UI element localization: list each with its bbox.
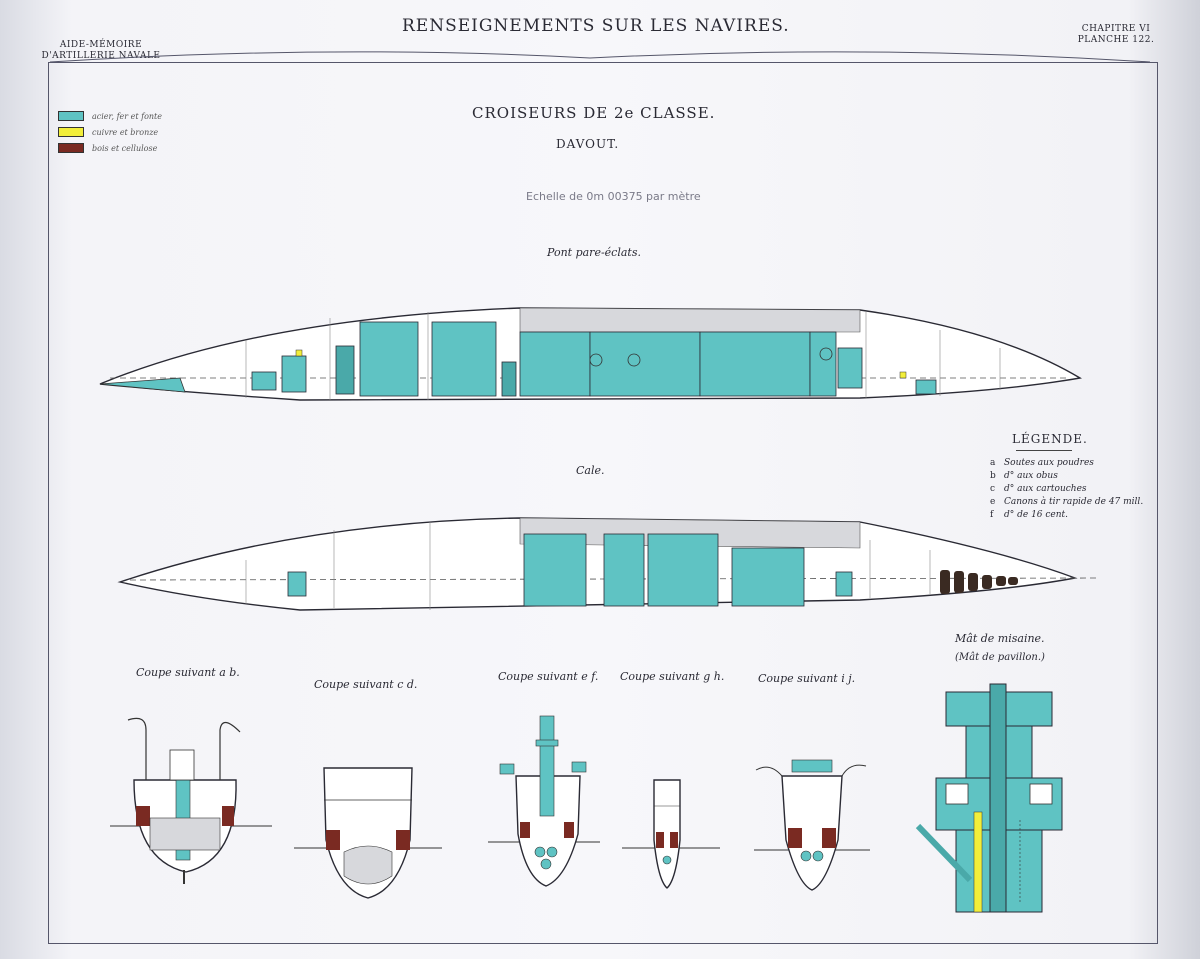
deck-brass-fitting xyxy=(295,349,303,357)
mast-drawing xyxy=(915,683,1063,913)
page-title: RENSEIGNEMENTS SUR LES NAVIRES. xyxy=(402,16,790,36)
legend-key: c xyxy=(990,484,996,494)
aide-line-1: AIDE-MÉMOIRE xyxy=(59,40,143,50)
hold-plan xyxy=(117,517,1101,611)
ship-class-heading: CROISEURS DE 2e CLASSE. xyxy=(472,104,716,122)
section-gh xyxy=(622,779,720,889)
hold-shell-stack xyxy=(940,570,1018,594)
deck-engine-room xyxy=(359,321,419,397)
material-legend: acier, fer et fonte cuivre et bronze boi… xyxy=(58,108,162,156)
legend-key: a xyxy=(990,458,996,468)
legend-text: d° aux cartouches xyxy=(1004,484,1087,494)
legend-item: a Soutes aux poudres xyxy=(986,457,1156,470)
chapter-number: CHAPITRE VI xyxy=(1081,24,1151,34)
legend-text: d° de 16 cent. xyxy=(1004,510,1069,520)
deck-boiler-room xyxy=(519,331,591,397)
plate-border xyxy=(48,62,1158,944)
legend-title: LÉGENDE. xyxy=(1012,432,1088,446)
legend-text: Canons à tir rapide de 47 mill. xyxy=(1004,497,1144,507)
deck-boiler-room xyxy=(589,331,701,397)
legend-key: e xyxy=(990,497,996,507)
hold-magazine xyxy=(835,571,853,597)
legend: LÉGENDE. a Soutes aux poudres b d° aux obu… xyxy=(986,432,1156,522)
material-row: cuivre et bronze xyxy=(58,124,162,140)
section-ef xyxy=(488,715,600,887)
deck-view-label: Pont pare-éclats. xyxy=(547,246,641,259)
hold-view-label: Cale. xyxy=(576,464,605,477)
mast-subtitle: (Mât de pavillon.) xyxy=(955,652,1045,663)
deck-hatch xyxy=(627,353,641,367)
legend-key: f xyxy=(990,510,994,520)
wood-swatch xyxy=(58,143,84,153)
plate-number: PLANCHE 122. xyxy=(1077,35,1155,45)
section-label-ef: Coupe suivant e f. xyxy=(498,670,599,683)
hold-boiler xyxy=(603,533,645,607)
deck-bulkheads xyxy=(245,312,1001,400)
deck-magazine xyxy=(915,379,937,395)
deck-magazine xyxy=(251,371,277,391)
deck-compartment xyxy=(837,347,863,389)
deck-armour-band xyxy=(519,307,861,333)
deck-hatch xyxy=(589,353,603,367)
hold-boiler xyxy=(523,533,587,607)
legend-text: d° aux obus xyxy=(1004,471,1058,481)
legend-key: b xyxy=(990,471,996,481)
steel-swatch xyxy=(58,111,84,121)
mast-title: Mât de misaine. xyxy=(955,632,1045,645)
material-label: cuivre et bronze xyxy=(92,127,159,137)
aide-memoire-label: AIDE-MÉMOIRE D'ARTILLERIE NAVALE xyxy=(36,40,166,62)
deck-brass-fitting xyxy=(899,371,907,379)
section-label-ij: Coupe suivant i j. xyxy=(758,672,856,685)
deck-plan xyxy=(99,307,1082,401)
legend-item: e Canons à tir rapide de 47 mill. xyxy=(986,496,1156,509)
deck-ram xyxy=(99,377,186,393)
material-label: acier, fer et fonte xyxy=(92,111,163,121)
section-label-gh: Coupe suivant g h. xyxy=(620,670,725,683)
material-row: acier, fer et fonte xyxy=(58,108,162,124)
ship-name-heading: DAVOUT. xyxy=(556,137,620,151)
legend-rule xyxy=(1016,450,1072,451)
legend-text: Soutes aux poudres xyxy=(1004,458,1094,468)
deck-boiler xyxy=(501,361,517,397)
chapter-label: CHAPITRE VI PLANCHE 122. xyxy=(1064,24,1168,46)
material-label: bois et cellulose xyxy=(92,143,158,153)
hold-magazine xyxy=(287,571,307,597)
scale-note: Echelle de 0m 00375 par mètre xyxy=(526,190,701,203)
deck-hatch xyxy=(819,347,833,361)
section-ij xyxy=(754,759,870,891)
aide-line-2: D'ARTILLERIE NAVALE xyxy=(41,51,161,61)
deck-boiler-room xyxy=(699,331,811,397)
legend-item: b d° aux obus xyxy=(986,470,1156,483)
hold-engine xyxy=(731,547,805,607)
hold-bulkheads xyxy=(245,522,931,610)
deck-compartment xyxy=(809,331,837,397)
hold-boiler xyxy=(647,533,719,607)
section-cd xyxy=(294,767,442,899)
deck-engine-room xyxy=(431,321,497,397)
material-row: bois et cellulose xyxy=(58,140,162,156)
legend-item: c d° aux cartouches xyxy=(986,483,1156,496)
deck-magazine xyxy=(281,355,307,393)
legend-item: f d° de 16 cent. xyxy=(986,509,1156,522)
section-label-ab: Coupe suivant a b. xyxy=(136,666,240,679)
section-label-cd: Coupe suivant c d. xyxy=(314,678,418,691)
deck-boiler xyxy=(335,345,355,395)
section-ab xyxy=(110,717,272,884)
header-rule xyxy=(49,51,1151,63)
brass-swatch xyxy=(58,127,84,137)
